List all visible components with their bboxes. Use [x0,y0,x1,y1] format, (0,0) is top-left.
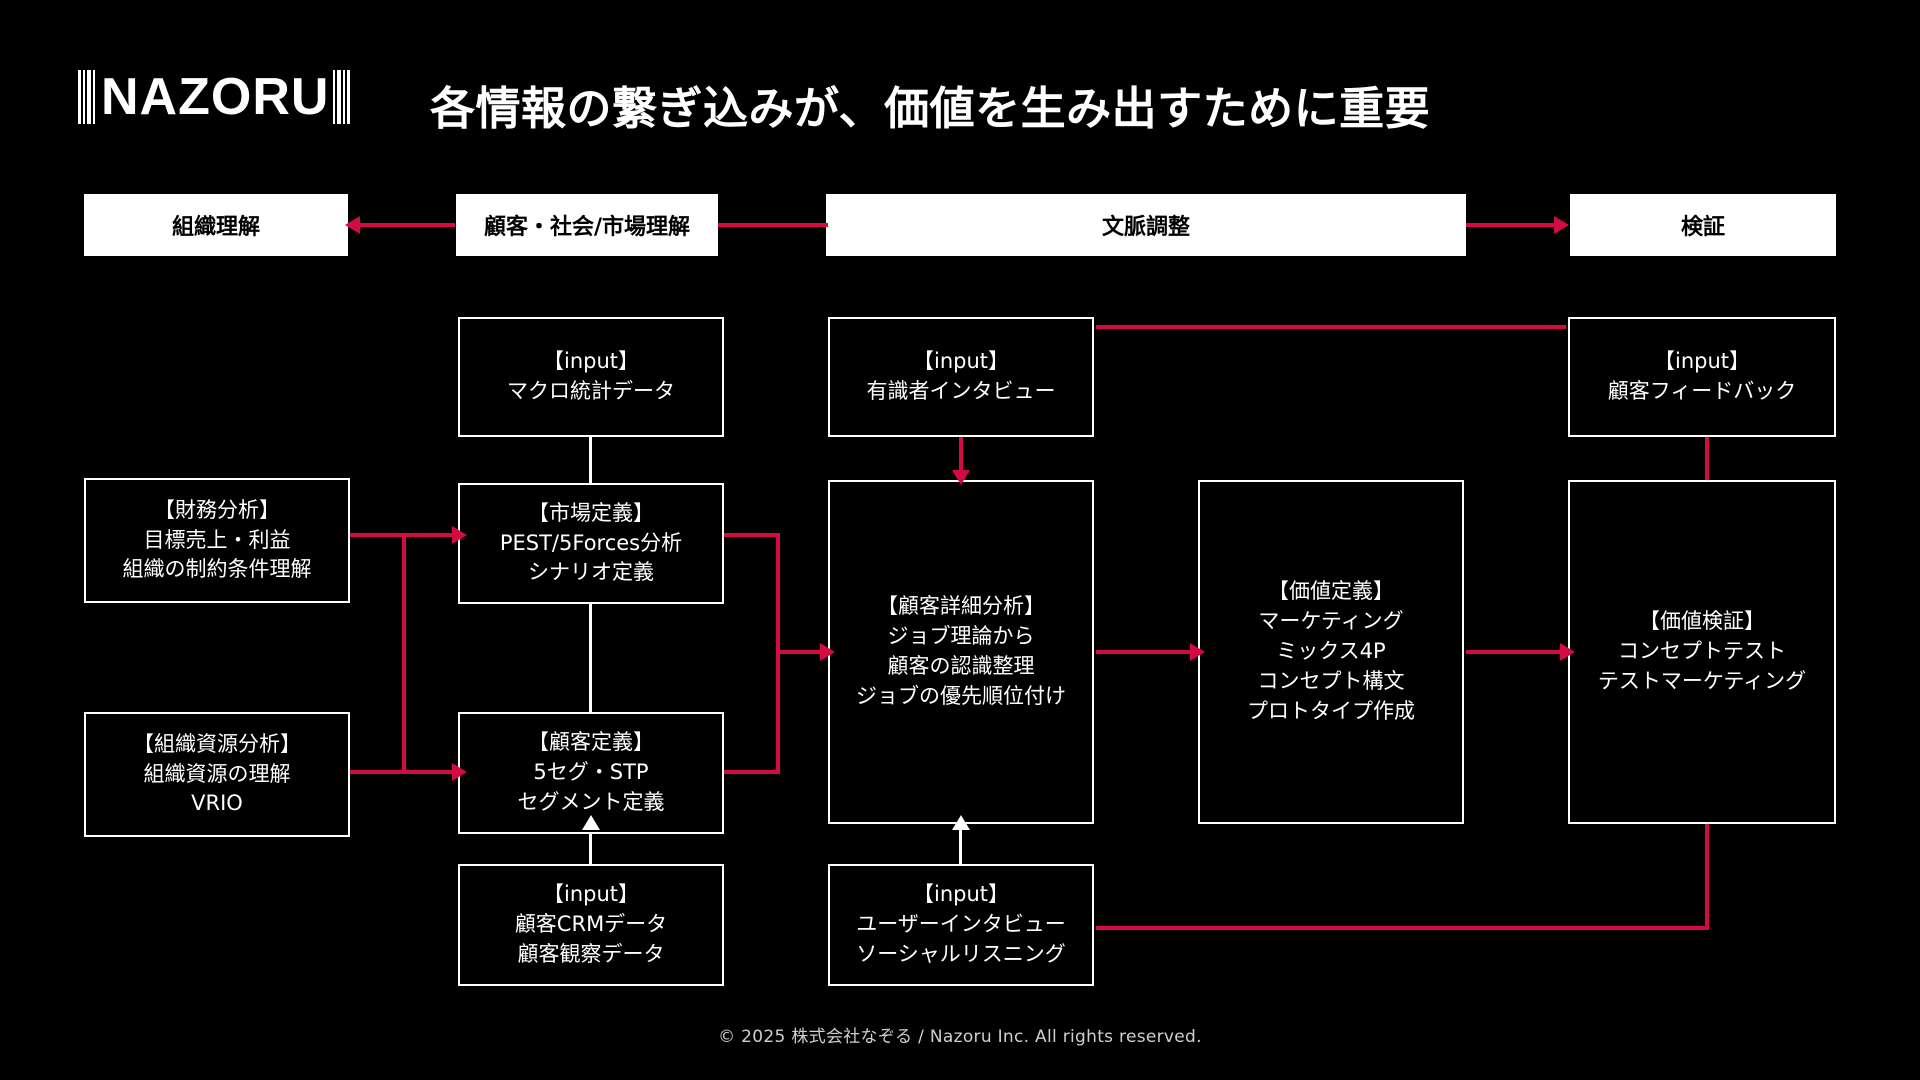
phase-connector-line [1466,223,1556,227]
node-line: ソーシャルリスニング [856,941,1066,966]
node-line: コンセプトテスト [1618,639,1786,664]
node-line: テストマーケティング [1597,668,1807,693]
node-line: 顧客フィードバック [1607,379,1797,403]
connector-expertinput-to-detail [959,437,963,479]
phase-connector-line [718,223,828,227]
node-line: PEST/5Forces分析 [499,530,683,555]
node-line: 【顧客詳細分析】 [877,594,1045,619]
node-market-definition[interactable]: 【市場定義】 PEST/5Forces分析 シナリオ定義 [458,483,724,604]
node-line: 目標売上・利益 [143,527,291,552]
page-title: 各情報の繋ぎ込みが、価値を生み出すために重要 [430,82,1431,135]
connector-market-to-detailbus [722,533,780,537]
node-value-validation[interactable]: 【価値検証】 コンセプトテスト テストマーケティング [1568,480,1836,824]
connector-bus-to-detail [776,650,826,654]
node-line: VRIO [191,791,243,816]
arrow-up-detail-icon [952,815,970,830]
node-line: 【input】 [912,349,1010,374]
arrow-to-detail-icon [820,643,835,661]
node-input-expert-interview[interactable]: 【input】 有識者インタビュー [828,317,1094,437]
brand-logo: NAZORU [78,66,352,128]
arrow-to-customer-icon [452,763,467,781]
connector-crminput-to-customer [589,824,592,864]
connector-userinput-to-detail [959,824,962,864]
phase-bar-organization: 組織理解 [84,194,348,256]
node-line: ミックス4P [1276,639,1386,664]
node-line: 【input】 [542,349,640,374]
connector-finance-to-market [348,533,406,537]
node-line: シナリオ定義 [528,560,654,585]
node-line: 5セグ・STP [533,760,649,785]
connector-feedback-to-expertinput [1096,325,1566,329]
node-line: 顧客CRMデータ [514,912,668,937]
phase-arrow-right-icon [1554,216,1569,234]
node-line: 【価値検証】 [1639,609,1765,634]
phase-bar-context: 文脈調整 [826,194,1466,256]
connector-detail-to-value [1096,650,1196,654]
connector-bus-to-customer [402,770,458,774]
footer-copyright: © 2025 株式会社なぞる / Nazoru Inc. All rights … [718,1027,1202,1047]
node-line: ジョブ理論から [887,624,1035,649]
node-line: マクロ統計データ [507,379,675,403]
connector-validation-down [1705,820,1709,930]
logo-bars-right-icon [333,70,352,124]
logo-wordmark: NAZORU [101,68,330,126]
node-value-definition[interactable]: 【価値定義】 マーケティング ミックス4P コンセプト構文 プロトタイプ作成 [1198,480,1464,824]
node-line: 組織資源の理解 [143,761,291,786]
node-line: 顧客の認識整理 [887,654,1035,678]
node-line: プロトタイプ作成 [1247,698,1415,723]
connector-macroinput-to-market [589,437,592,483]
node-line: 【input】 [912,882,1010,907]
node-line: 組織の制約条件理解 [122,557,312,582]
connector-validation-to-userinput [1096,926,1709,930]
node-line: 有識者インタビュー [866,379,1056,403]
node-line: 【組織資源分析】 [133,731,301,756]
node-line: セグメント定義 [517,789,665,814]
node-financial-analysis[interactable]: 【財務分析】 目標売上・利益 組織の制約条件理解 [84,478,350,603]
node-line: 【顧客定義】 [528,730,654,755]
arrow-up-customer-icon [582,815,600,830]
arrow-to-market-icon [452,526,467,544]
node-line: 【財務分析】 [154,497,280,522]
connector-customer-to-detailbus [722,770,780,774]
node-customer-detail-analysis[interactable]: 【顧客詳細分析】 ジョブ理論から 顧客の認識整理 ジョブの優先順位付け [828,480,1094,824]
phase-bar-validation: 検証 [1570,194,1836,256]
logo-bars-left-icon [78,70,97,124]
node-input-macro-data[interactable]: 【input】 マクロ統計データ [458,317,724,437]
connector-left-vertical-bus [402,533,406,774]
node-input-user-interview[interactable]: 【input】 ユーザーインタビュー ソーシャルリスニング [828,864,1094,986]
node-input-crm-data[interactable]: 【input】 顧客CRMデータ 顧客観察データ [458,864,724,986]
node-line: ユーザーインタビュー [856,912,1066,937]
arrow-down-detail-icon [952,470,970,485]
phase-arrow-left-icon [345,216,360,234]
node-line: 顧客観察データ [517,941,665,966]
node-line: 【input】 [1653,349,1751,374]
connector-market-to-customer [589,604,592,712]
connector-value-to-validation [1466,650,1566,654]
connector-bus-to-market [402,533,458,537]
node-line: ジョブの優先順位付け [856,683,1066,708]
node-line: 【input】 [542,882,640,907]
node-line: コンセプト構文 [1257,668,1405,693]
node-line: 【価値定義】 [1268,579,1394,604]
phase-connector-line [355,223,455,227]
arrow-to-value-icon [1190,643,1205,661]
connector-feedbackinput-to-validation [1705,430,1709,480]
node-line: 【市場定義】 [528,500,654,525]
node-line: マーケティング [1258,609,1404,634]
node-org-resource-analysis[interactable]: 【組織資源分析】 組織資源の理解 VRIO [84,712,350,837]
node-input-customer-feedback[interactable]: 【input】 顧客フィードバック [1568,317,1836,437]
connector-orgresource-to-customer [348,770,406,774]
arrow-to-validation-icon [1560,643,1575,661]
phase-bar-customer-market: 顧客・社会/市場理解 [456,194,718,256]
